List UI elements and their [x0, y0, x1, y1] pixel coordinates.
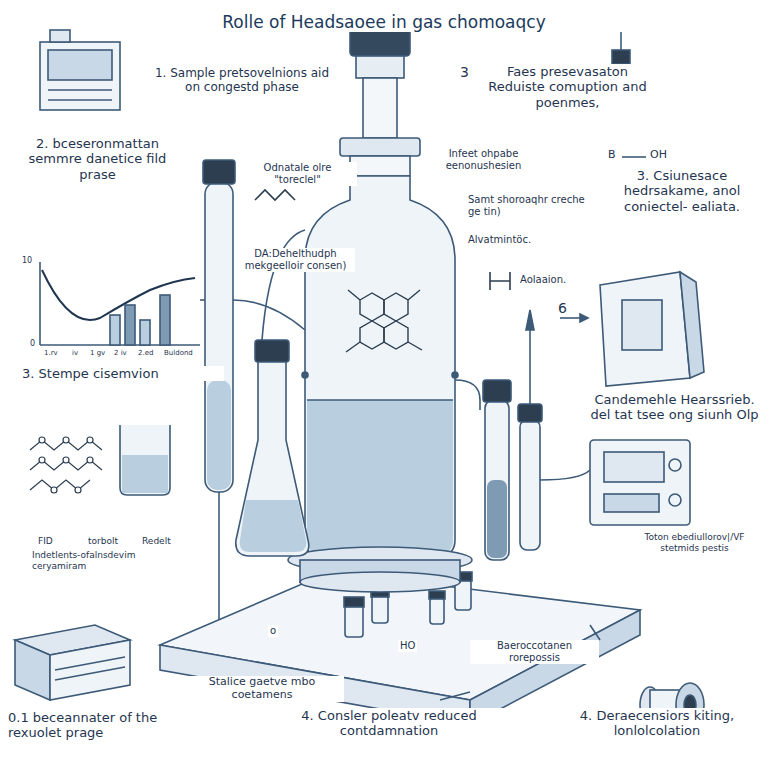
- axis-label: 1 gv: [88, 349, 107, 357]
- base-mark: o: [268, 625, 278, 637]
- diagram-title: Rolle of Headsaoee in gas chomoaqcy: [218, 12, 549, 32]
- part-label: Redelt: [140, 536, 173, 547]
- part-label: Alvatmintöc.: [466, 234, 533, 246]
- part-label: Baeroccotanen rorepossis: [470, 640, 599, 664]
- axis-label: 2.ed: [136, 349, 155, 357]
- step-label: Candemehle Hearssrieb. del tat tsee ong …: [585, 392, 764, 423]
- axis-label: iv: [70, 349, 80, 357]
- step-label: 0.1 beceannater of the rexuolet prage: [6, 710, 200, 741]
- axis-label: 0: [28, 339, 37, 348]
- base-mark: HO: [398, 640, 417, 652]
- atom-label: B: [606, 149, 618, 162]
- part-label: Samt shoroaqhr creche ge tin): [466, 194, 590, 218]
- step-label: 3. Stempe cisemvion: [20, 366, 224, 381]
- part-label: Odnatale olre "toreclel": [238, 162, 357, 186]
- part-label: Indetlents-ofalnsdevim ceryamiram: [30, 550, 174, 571]
- part-label: Aolaaion.: [518, 274, 568, 286]
- part-label: DA:Dehelthudph mekgeelloir consen): [236, 248, 355, 272]
- axis-label: 10: [20, 256, 34, 265]
- step-label: 4. Consler poleatv reduced contdamnation: [262, 708, 516, 739]
- axis-label: 1.rv: [42, 349, 60, 357]
- part-label: FID: [36, 536, 55, 547]
- atom-label: OH: [648, 149, 669, 162]
- part-label: Stalice gaetve mbo coetamens: [180, 676, 344, 702]
- callout-number: 6: [556, 300, 569, 317]
- step-label: 3. Csiunesace hedrsakame, anol coniectel…: [600, 168, 764, 214]
- step-label: 2. bceseronmattan semmre danetice fild p…: [8, 136, 187, 182]
- axis-label: 2 iv: [112, 349, 129, 357]
- part-label: Infeet ohpabe eenonushesien: [424, 148, 543, 172]
- callout-number: 3: [458, 64, 471, 81]
- step-label: Faes presevasaton Reduiste comuption and…: [478, 64, 657, 110]
- part-label: torbolt: [86, 536, 120, 547]
- axis-label: Buldond: [162, 349, 195, 357]
- step-label: 1. Sample pretsovelnions aid on congestd…: [150, 66, 334, 94]
- part-label: Toton ebediullorov|/VF stetmids pestis: [630, 532, 759, 553]
- step-label: 4. Deraecensiors kiting, lonlolcolation: [550, 708, 764, 739]
